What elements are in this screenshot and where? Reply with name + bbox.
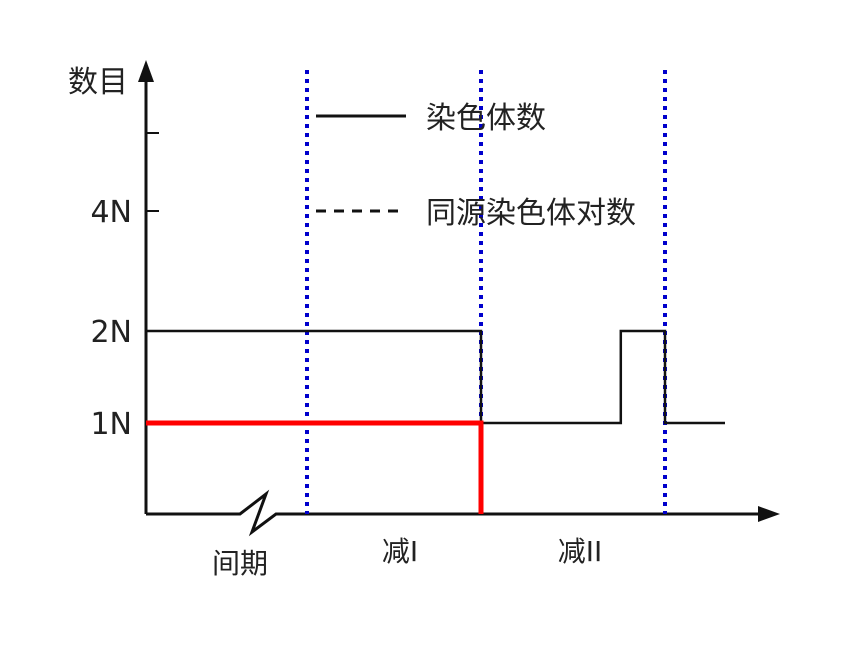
phase-label: 减I bbox=[382, 535, 418, 568]
phase-labels: 间期 减I 减II bbox=[212, 535, 602, 580]
x-axis bbox=[146, 489, 760, 537]
y-axis-arrow bbox=[138, 60, 154, 82]
y-axis-label: 数目 bbox=[68, 65, 128, 100]
legend-label: 同源染色体对数 bbox=[426, 196, 636, 231]
y-tick-label: 1N bbox=[90, 407, 132, 442]
phase-label: 间期 bbox=[212, 547, 268, 580]
phase-label: 减II bbox=[558, 535, 603, 568]
x-axis-arrow bbox=[758, 506, 780, 522]
y-tick-label: 4N bbox=[90, 195, 132, 230]
legend-label: 染色体数 bbox=[426, 101, 546, 136]
series-line bbox=[146, 329, 725, 425]
y-ticks: 1N 2N 4N bbox=[90, 132, 159, 442]
y-tick-label: 2N bbox=[90, 315, 132, 350]
series-line bbox=[146, 420, 484, 514]
series-lines bbox=[146, 329, 725, 514]
phase-dividers bbox=[305, 70, 667, 514]
